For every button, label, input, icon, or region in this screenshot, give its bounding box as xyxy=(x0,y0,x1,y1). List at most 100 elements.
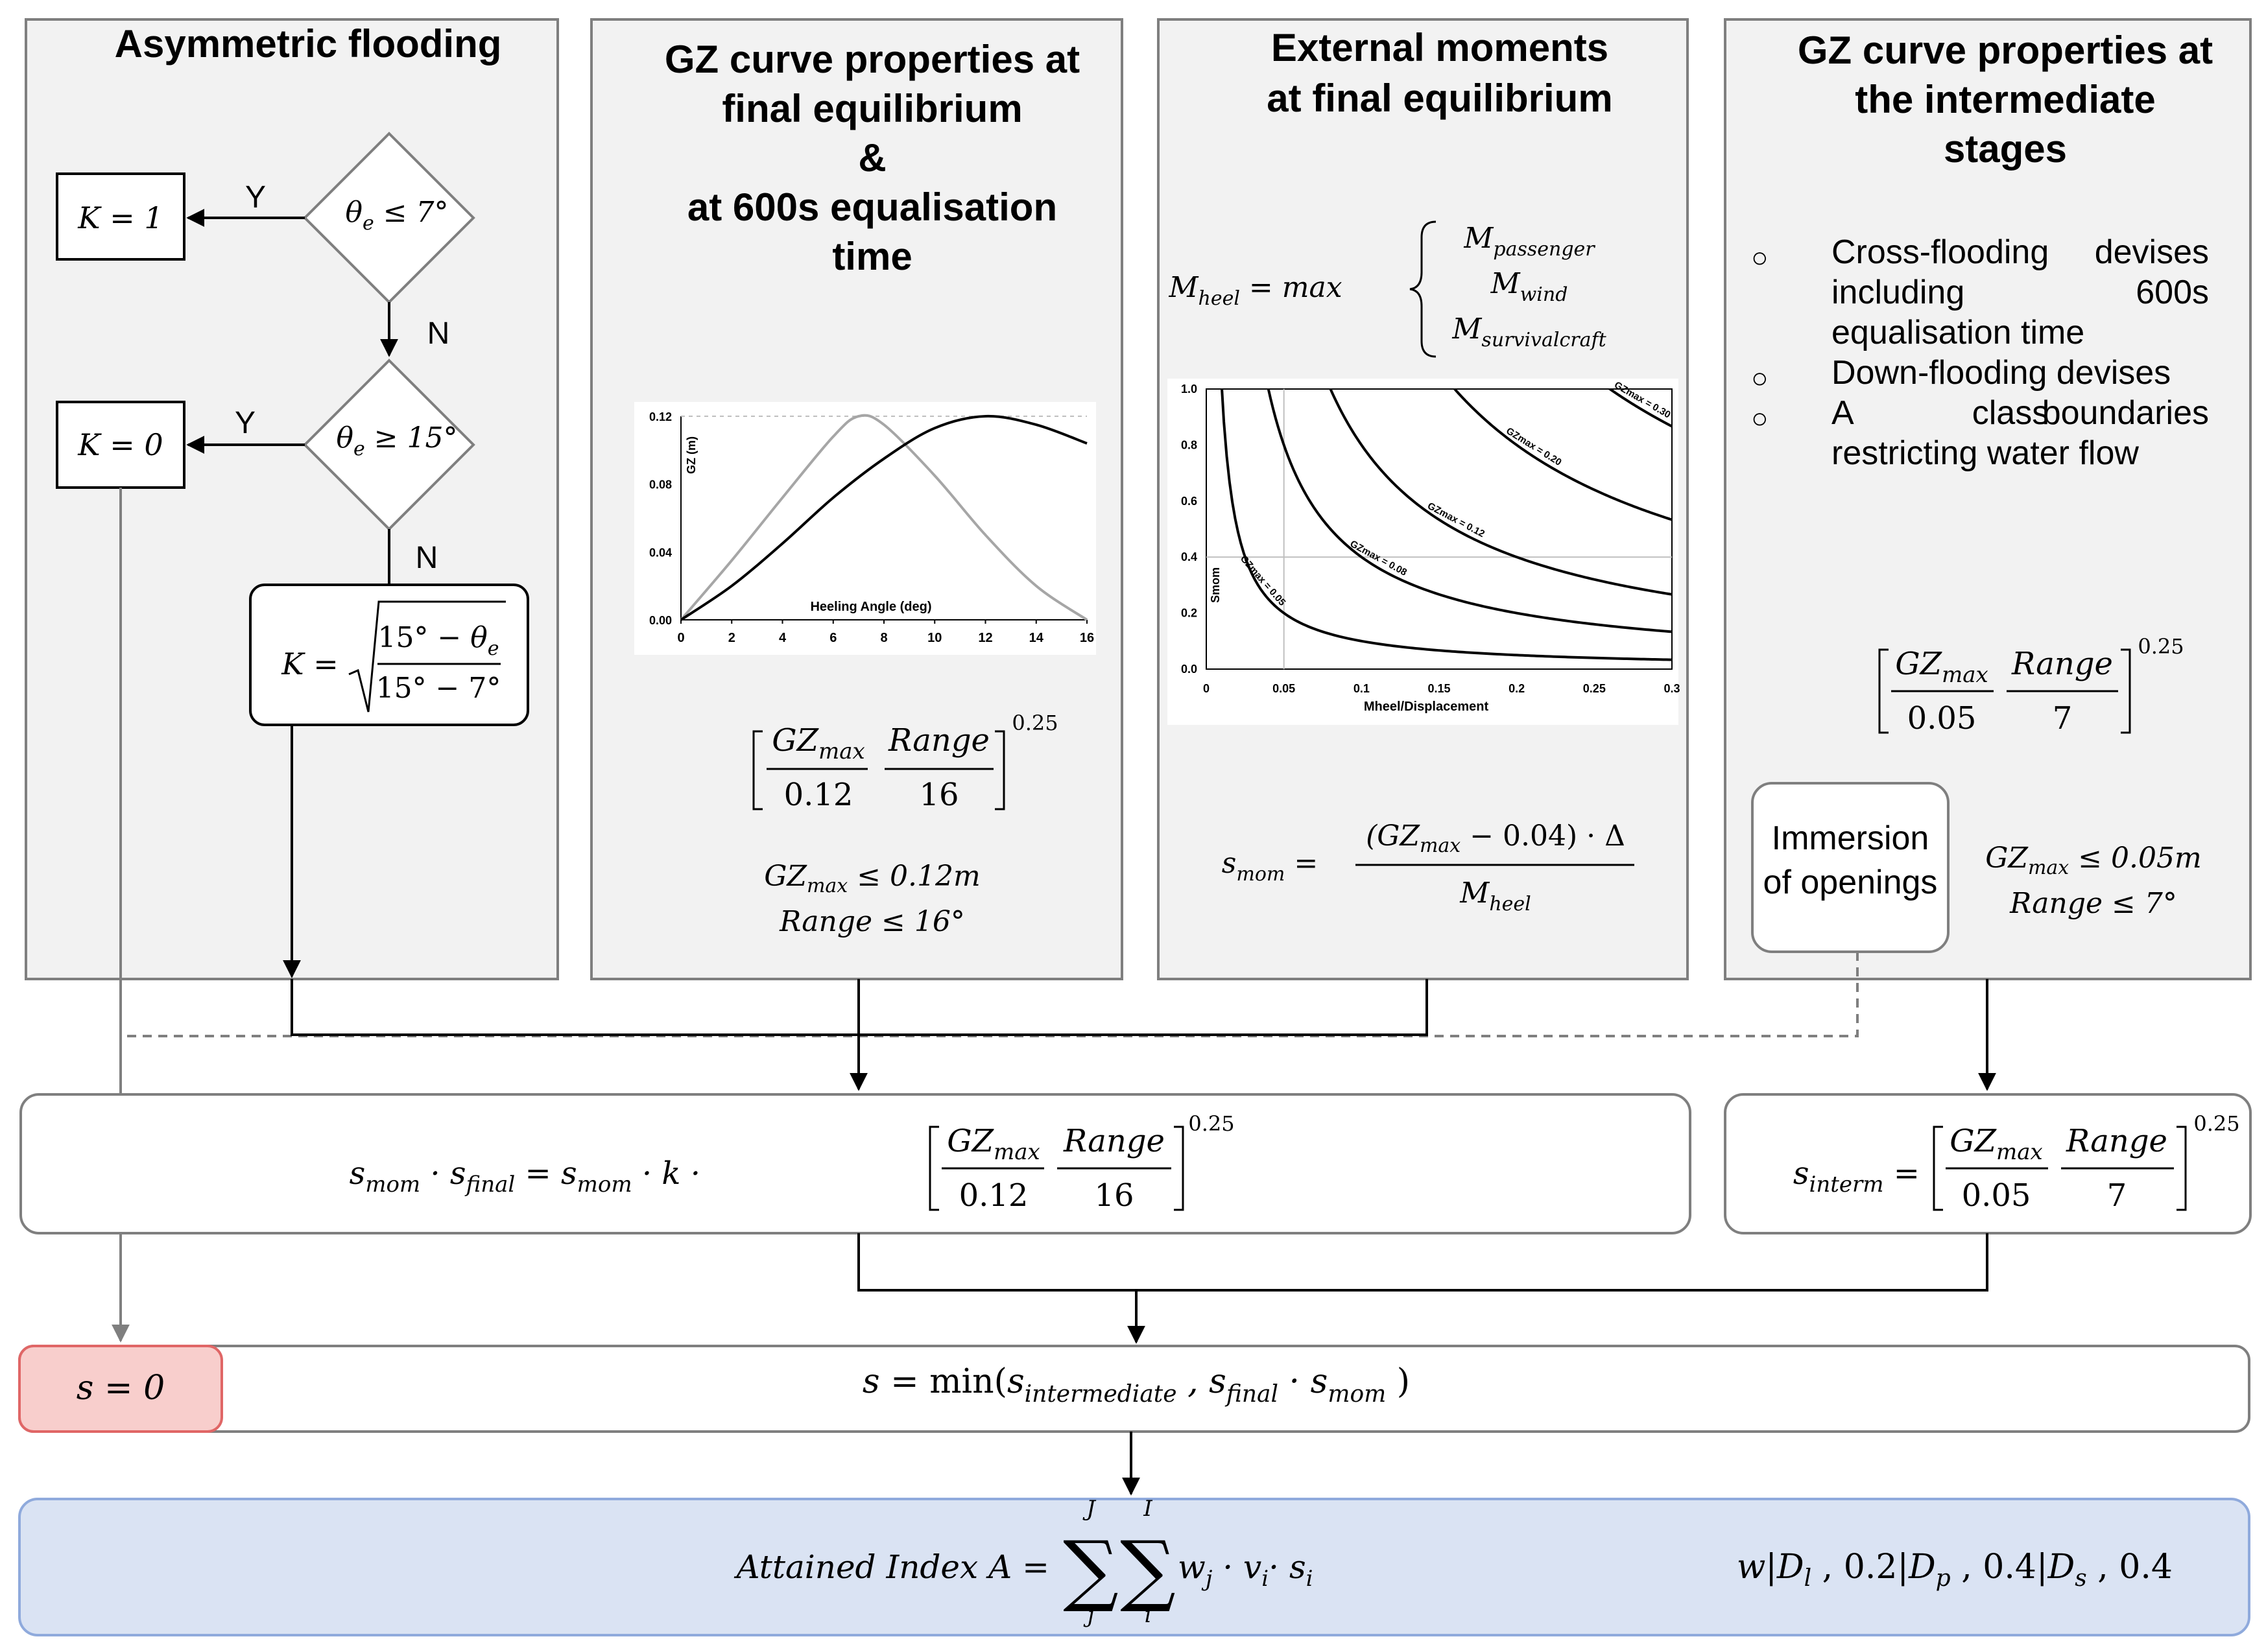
svg-text:0.12: 0.12 xyxy=(959,1177,1029,1214)
s-zero-label: s = 0 xyxy=(77,1369,165,1408)
x-tick-label: 16 xyxy=(1080,631,1094,645)
svg-text:Down-flooding devises: Down-flooding devises xyxy=(1831,354,2171,392)
interm-title: GZ curve properties at the intermediate … xyxy=(1798,29,2213,171)
svg-text:Range: Range xyxy=(2066,1123,2167,1159)
smom-series-4 xyxy=(1453,389,1672,521)
svg-text:0.05: 0.05 xyxy=(1907,700,1977,737)
svg-text:16: 16 xyxy=(919,777,959,813)
attained-box xyxy=(18,1498,2250,1636)
sinterm-formula: sinterm = GZmax 0.05 Range 7 0.25 xyxy=(1793,1111,2240,1214)
svg-text:0.25: 0.25 xyxy=(1188,1111,1234,1136)
svg-text:final equilibrium: final equilibrium xyxy=(722,87,1022,130)
svg-text:equalisation time: equalisation time xyxy=(1831,314,2084,351)
immersion-line-2: of openings xyxy=(1763,864,1938,901)
smom-series-1 xyxy=(1221,389,1672,661)
svg-text:0.25: 0.25 xyxy=(2138,634,2184,659)
s-min-formula: s = min(sintermediate , sfinal · smom ) xyxy=(863,1362,1410,1408)
no-label-2: N xyxy=(416,541,438,575)
k0-label: K = 0 xyxy=(77,427,163,462)
s-zero-box xyxy=(18,1345,223,1433)
x-tick-label: 0.3 xyxy=(1664,682,1680,695)
gz-chart-background xyxy=(634,402,1096,655)
svg-text:Mheel = max: Mheel = max xyxy=(1168,271,1342,310)
svg-text:0.25: 0.25 xyxy=(1012,711,1058,735)
immersion-box xyxy=(1751,782,1950,953)
y-axis-label: Smom xyxy=(1209,567,1222,603)
x-tick-label: 0.05 xyxy=(1272,682,1295,695)
svg-text:&: & xyxy=(858,136,886,180)
immersion-line-1: Immersion xyxy=(1772,820,1929,857)
svg-text:15° − 7°: 15° − 7° xyxy=(376,672,501,705)
svg-text:GZ curve properties at: GZ curve properties at xyxy=(1798,29,2213,72)
bullet-marker-1: ○ xyxy=(1751,242,1769,274)
k1-label: K = 1 xyxy=(77,200,163,235)
svg-text:stages: stages xyxy=(1944,127,2067,171)
x-tick-label: 0 xyxy=(1203,682,1210,695)
sum-i: ∑ xyxy=(1120,1525,1176,1615)
interm-cond-range: Range ≤ 7° xyxy=(2009,887,2177,920)
k-formula-box xyxy=(249,584,529,726)
svg-text:i: i xyxy=(1145,1602,1152,1628)
merge-line xyxy=(857,1233,1988,1292)
svg-text:0.05: 0.05 xyxy=(1962,1177,2031,1214)
interm-cond-gz: GZmax ≤ 0.05m xyxy=(1985,842,2202,879)
x-tick-label: 14 xyxy=(1029,631,1044,645)
svg-text:7: 7 xyxy=(2107,1177,2127,1214)
x-tick-label: 0 xyxy=(677,631,684,645)
svg-text:Range: Range xyxy=(2011,646,2113,682)
svg-text:class: class xyxy=(1972,394,2049,432)
svg-text:Range: Range xyxy=(888,722,990,759)
svg-text:16: 16 xyxy=(1094,1177,1134,1214)
sfinal-box xyxy=(19,1093,1691,1234)
sfinal-formula: smom · sfinal = smom · k · GZmax 0.12 Ra… xyxy=(350,1111,1235,1214)
svg-text:(GZmax − 0.04) · Δ: (GZmax − 0.04) · Δ xyxy=(1366,820,1625,857)
x-tick-label: 0.15 xyxy=(1427,682,1450,695)
interm-bullets: ○ Cross-flooding devises including 600s … xyxy=(1751,233,2209,472)
yes-label-1: Y xyxy=(245,180,266,215)
x-axis-label: Heeling Angle (deg) xyxy=(810,600,931,614)
final-cond-range: Range ≤ 16° xyxy=(779,905,965,938)
bullet-marker-2: ○ xyxy=(1751,362,1769,394)
interm-bracket-formula: GZmax 0.05 Range 7 0.25 xyxy=(1878,634,2184,737)
yes-label-2: Y xyxy=(235,406,256,440)
cond1-label: θe ≤ 7° xyxy=(345,196,448,235)
svg-text:Range: Range xyxy=(1063,1123,1165,1159)
y-tick-label: 0.4 xyxy=(1181,550,1197,563)
svg-text:restricting water flow: restricting water flow xyxy=(1831,434,2139,472)
svg-text:600s: 600s xyxy=(2136,274,2209,311)
final-title: GZ curve properties at final equilibrium… xyxy=(665,38,1080,278)
gz-series-2 xyxy=(680,414,1088,621)
x-tick-label: 8 xyxy=(880,631,887,645)
attained-formula: Attained Index A = ∑ J j ∑ I i wj · vi· … xyxy=(734,1496,1313,1628)
k1-box xyxy=(56,172,185,261)
y-tick-label: 0.04 xyxy=(649,546,672,559)
k0-box xyxy=(56,401,185,489)
svg-text:sinterm =: sinterm = xyxy=(1793,1155,1920,1198)
svg-text:A: A xyxy=(1831,394,1854,432)
svg-text:at final equilibrium: at final equilibrium xyxy=(1267,77,1612,120)
svg-text:J: J xyxy=(1082,1496,1097,1522)
y-tick-label: 0.08 xyxy=(649,478,672,491)
svg-text:K =: K = xyxy=(281,646,339,681)
svg-text:7: 7 xyxy=(2053,700,2073,737)
moments-title: External moments at final equilibrium xyxy=(1267,26,1612,120)
svg-text:devises: devises xyxy=(2095,233,2209,271)
smom-series-3 xyxy=(1329,389,1672,596)
svg-text:GZmax: GZmax xyxy=(1895,646,1988,688)
y-tick-label: 0.8 xyxy=(1181,438,1197,451)
svg-text:GZ curve properties at: GZ curve properties at xyxy=(665,38,1080,81)
svg-text:boundaries: boundaries xyxy=(2042,394,2209,432)
svg-text:wj · vi· si: wj · vi· si xyxy=(1178,1548,1313,1592)
final-bracket-formula: GZmax 0.12 Range 16 0.25 xyxy=(752,711,1058,813)
bullet-marker-3: ○ xyxy=(1751,403,1769,434)
svg-text:I: I xyxy=(1143,1496,1152,1522)
svg-text:15° − θe: 15° − θe xyxy=(377,621,499,660)
y-tick-label: 0.2 xyxy=(1181,607,1197,620)
x-axis-label: Mheel/Displacement xyxy=(1364,700,1489,714)
x-tick-label: 0.1 xyxy=(1354,682,1370,695)
svg-text:smom · sfinal = smom · k ·: smom · sfinal = smom · k · xyxy=(350,1155,700,1198)
x-tick-label: 10 xyxy=(927,631,942,645)
